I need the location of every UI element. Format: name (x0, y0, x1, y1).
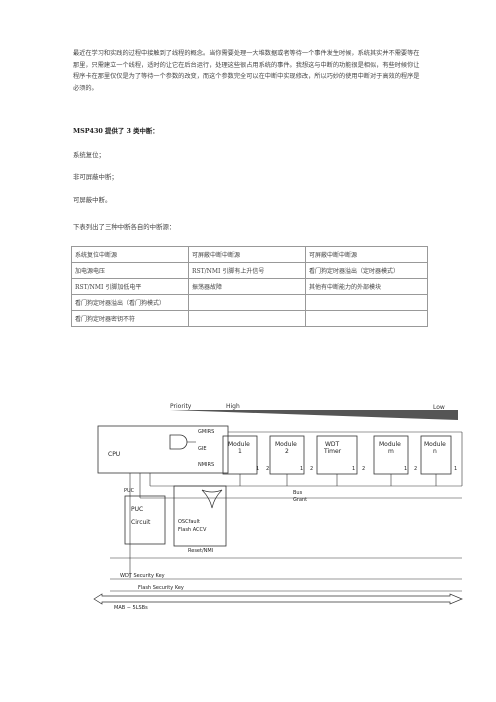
module-number: 2 (285, 448, 289, 455)
table-intro: 下表列出了三种中断各自的中断源： (73, 223, 176, 231)
interrupt-source-table: 系统复位中断源 可屏蔽中断中断源 可屏蔽中断中断源 加电源电压 RST/NMI … (71, 246, 428, 327)
module-number: n (433, 448, 437, 455)
list-item: 可屏蔽中断。 (73, 196, 112, 204)
nmirs-label: NMIRS (198, 462, 214, 468)
pin-label: 1 (256, 466, 259, 472)
pin-label: 2 (266, 466, 269, 472)
table-cell: RST/NMI 引脚加低电平 (71, 278, 189, 295)
bus-grant-label: Bus (293, 490, 303, 496)
pin-label: 1 (300, 466, 303, 472)
flash-security-key-label: Flash Security Key (138, 585, 184, 591)
table-cell: 其他有中断能力的外部模块 (305, 278, 428, 295)
pin-label: 2 (362, 466, 365, 472)
table-cell: 振荡器故障 (188, 278, 306, 295)
module-box: Module n 1 (420, 435, 457, 475)
nmi-source-box (173, 485, 227, 547)
puc-circuit-box (124, 495, 166, 545)
module-box: Module 2 1 2 (269, 435, 313, 475)
wdt-security-key-label: WDT Security Key (120, 573, 165, 579)
pin-label: 1 (352, 466, 355, 472)
table-row: 加电源电压 RST/NMI 引脚有上升信号 看门狗定时器溢出（定时器模式） (71, 262, 428, 279)
flash-accv-label: Flash ACCV (178, 527, 207, 533)
table-cell: 可屏蔽中断中断源 (188, 246, 306, 263)
table-cell (305, 310, 428, 327)
table-cell: 看门狗定时器溢出（定时器模式） (305, 262, 428, 279)
module-number: 1 (238, 448, 242, 455)
cpu-label: CPU (108, 451, 120, 458)
pin-label: 2 (310, 466, 313, 472)
module-number: m (388, 448, 394, 455)
interrupt-priority-diagram: Priority High Low CPU GMIRS GIE NMIRS Mo… (93, 403, 463, 611)
table-row: RST/NMI 引脚加低电平 振荡器故障 其他有中断能力的外部模块 (71, 278, 428, 295)
module-box: Module 1 1 2 (222, 435, 269, 475)
reset-nmi-label: Reset/NMI (188, 548, 213, 554)
puc-circuit-label: Circuit (131, 519, 151, 526)
and-gate (169, 434, 188, 450)
module-name: WDT (325, 441, 340, 448)
priority-low-label: Low (433, 404, 445, 411)
table-cell: 系统复位中断源 (71, 246, 189, 263)
module-box: Module m 1 2 (373, 435, 417, 475)
mab-bus-arrow (93, 593, 463, 605)
table-cell: RST/NMI 引脚有上升信号 (188, 262, 306, 279)
table-cell: 可屏蔽中断中断源 (305, 246, 428, 263)
bus-grant-label: Grant (293, 497, 307, 503)
table-cell (305, 294, 428, 311)
table-row: 看门狗定时器密钥不符 (71, 310, 428, 327)
priority-high-label: High (226, 403, 240, 410)
priority-wedge (170, 410, 458, 420)
puc-circuit-label: PUC (131, 506, 143, 513)
module-wires (129, 432, 463, 578)
table-cell (188, 294, 306, 311)
cpu-box (97, 425, 229, 474)
pin-label: 2 (414, 466, 417, 472)
table-cell (188, 310, 306, 327)
module-number: Timer (323, 448, 342, 455)
table-row: 系统复位中断源 可屏蔽中断中断源 可屏蔽中断中断源 (71, 246, 428, 263)
gie-label: GIE (198, 446, 207, 452)
pin-label: 1 (454, 466, 457, 472)
list-item: 系统复位； (73, 151, 105, 159)
module-name: Module (424, 441, 446, 448)
intro-paragraph: 最近在学习和实践的过程中接触到了线程的概念。当你需要处理一大堆数据或者等待一个事… (73, 50, 420, 92)
mab-label: MAB − 5LSBs (114, 605, 148, 611)
gmirs-label: GMIRS (198, 429, 214, 435)
puc-label: PUC (124, 488, 135, 494)
table-cell: 看门狗定时器溢出（看门狗模式） (71, 294, 189, 311)
wdt-timer-box: WDT Timer 1 2 (316, 435, 365, 475)
pin-label: 1 (404, 466, 407, 472)
table-cell: 看门狗定时器密钥不符 (71, 310, 189, 327)
section-heading: MSP430 提供了 3 类中断： (73, 127, 159, 135)
module-name: Module (228, 441, 250, 448)
module-name: Module (275, 441, 297, 448)
or-gate (201, 489, 223, 509)
oscfault-label: OSCfault (178, 519, 200, 525)
table-cell: 加电源电压 (71, 262, 189, 279)
list-item: 非可屏蔽中断； (73, 173, 118, 181)
module-name: Module (379, 441, 401, 448)
table-row: 看门狗定时器溢出（看门狗模式） (71, 294, 428, 311)
priority-label: Priority (170, 403, 192, 410)
